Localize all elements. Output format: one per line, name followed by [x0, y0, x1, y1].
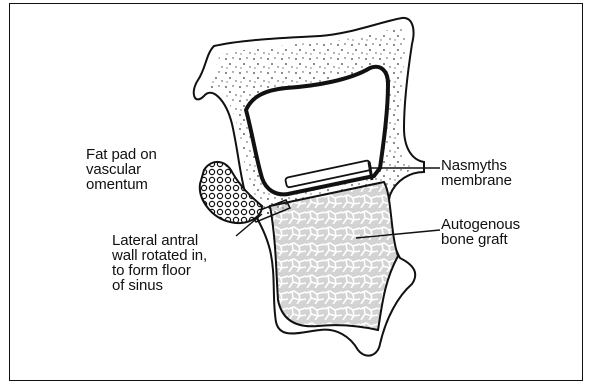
label-fat-pad: Fat pad on vascular omentum: [86, 147, 157, 192]
label-nasmyth-membrane: Nasmyths membrane: [441, 158, 512, 188]
label-lateral-wall: Lateral antral wall rotated in, to form …: [112, 233, 207, 293]
bone-graft: [270, 182, 398, 330]
label-autogenous-bone-graft: Autogenous bone graft: [441, 217, 520, 247]
